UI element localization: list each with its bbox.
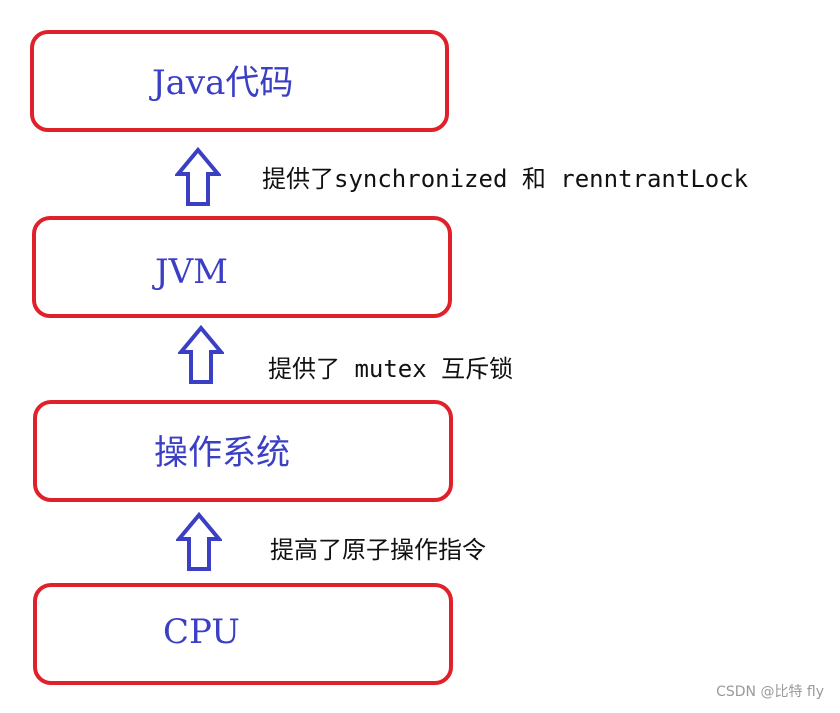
arrow-note-cpu-to-os: 提高了原子操作指令: [270, 536, 486, 564]
up-arrow-icon: [178, 325, 224, 385]
layer-box-jvm: [32, 216, 452, 318]
watermark-text: CSDN @比特 fly: [716, 684, 824, 700]
arrow-note-jvm-to-java: 提供了synchronized 和 renntrantLock: [262, 165, 749, 193]
layer-box-java-code: [30, 30, 449, 132]
arrow-note-os-to-jvm: 提供了 mutex 互斥锁: [268, 355, 514, 383]
layer-label-operating-system: 操作系统: [154, 433, 290, 473]
layer-label-java-code: Java代码: [152, 63, 294, 103]
up-arrow-icon: [176, 512, 222, 572]
layer-label-jvm: JVM: [155, 252, 228, 292]
layer-label-cpu: CPU: [163, 612, 240, 652]
up-arrow-icon: [175, 147, 221, 207]
layer-box-cpu: [33, 583, 453, 685]
layer-box-operating-system: [33, 400, 453, 502]
